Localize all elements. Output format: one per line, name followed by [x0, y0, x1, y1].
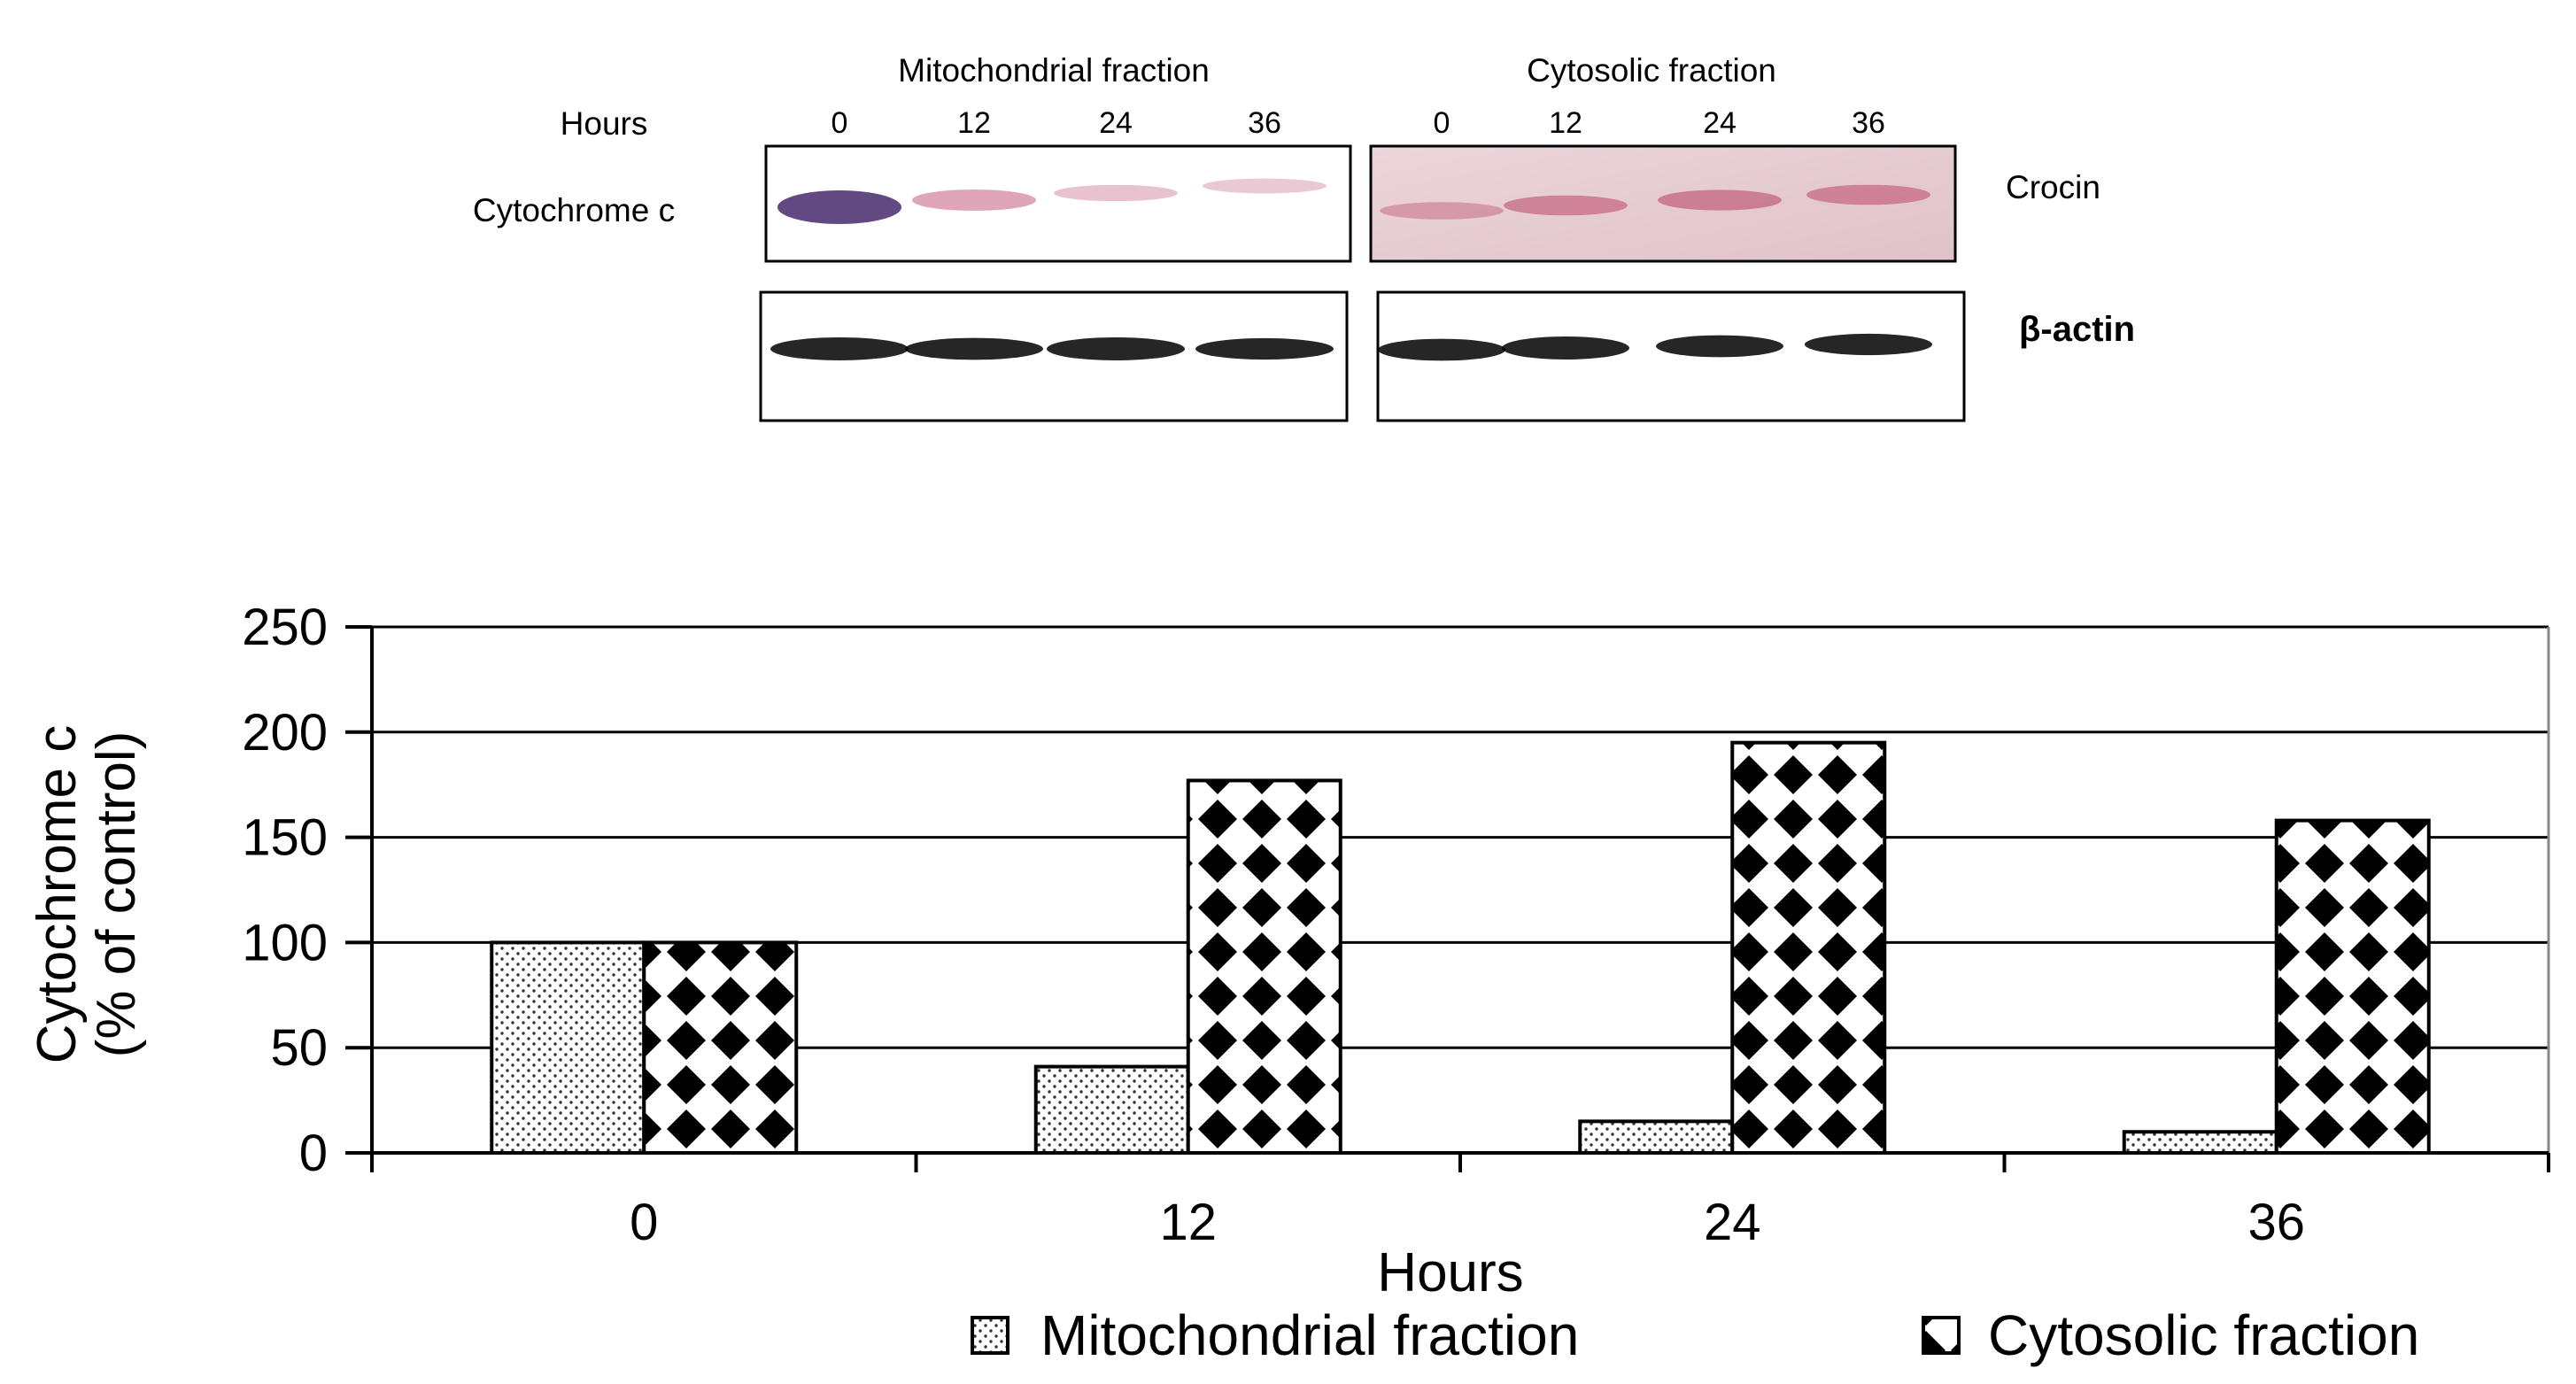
y-tick-label: 250 [242, 599, 328, 656]
legend-swatch-cytosolic [1922, 1316, 1961, 1355]
band-beta-actin-cytosolic [1805, 333, 1932, 356]
y-tick-label: 200 [242, 704, 328, 762]
y-tick-label: 0 [299, 1125, 328, 1182]
blot-row-label-beta-actin: β-actin [2019, 310, 2135, 349]
band-cytochrome-c-mitochondrial [912, 189, 1036, 212]
bar-mitochondrial-fraction [1033, 1064, 1190, 1155]
blot-row-label-crocin: Crocin [2006, 169, 2100, 205]
legend-label-cytosolic: Cytosolic fraction [1988, 1303, 2419, 1367]
bar-chart: 0 50 100 150 200 250 0 12 24 36 Cytochrome c (% o… [27, 599, 2550, 1367]
band-cytochrome-c-mitochondrial [777, 190, 901, 224]
blot-lane-label: 12 [957, 106, 991, 140]
band-cytochrome-c-cytosolic [1658, 189, 1782, 211]
bar-mitochondrial-fraction [1578, 1119, 1735, 1155]
band-beta-actin-mitochondrial [1047, 337, 1185, 360]
y-tick-label: 150 [242, 809, 328, 867]
western-blot: Mitochondrial fraction Cytosolic fractio… [473, 52, 2135, 422]
band-beta-actin-cytosolic [1502, 336, 1629, 360]
band-cytochrome-c-cytosolic [1380, 202, 1504, 220]
band-cytochrome-c-cytosolic [1806, 184, 1930, 205]
blot-row-label-cytochrome: Cytochrome c [473, 192, 675, 228]
blot-lane-label: 24 [1099, 106, 1133, 140]
band-beta-actin-cytosolic [1378, 338, 1505, 361]
band-beta-actin-mitochondrial [905, 337, 1043, 360]
x-tick-label: 0 [630, 1194, 658, 1251]
bar-cytosolic-fraction [1186, 778, 1342, 1155]
bar-cytosolic-fraction [1730, 740, 1887, 1155]
blot-lane-label: 36 [1852, 106, 1885, 140]
band-cytochrome-c-mitochondrial [1203, 178, 1327, 194]
y-tick-label: 50 [270, 1019, 328, 1077]
blot-lane-label: 36 [1248, 106, 1281, 140]
x-tick-label: 36 [2247, 1194, 2305, 1251]
bar-mitochondrial-fraction [2122, 1130, 2278, 1155]
band-cytochrome-c-mitochondrial [1054, 184, 1178, 202]
band-beta-actin-mitochondrial [770, 337, 909, 360]
x-tick-label: 12 [1159, 1194, 1217, 1251]
blot-lane-label: 12 [1549, 106, 1582, 140]
x-axis-label: Hours [1377, 1242, 1523, 1303]
y-tick-label: 100 [242, 914, 328, 971]
band-cytochrome-c-cytosolic [1504, 195, 1628, 216]
x-tick-label: 24 [1704, 1194, 1761, 1251]
blot-hours-label: Hours [561, 105, 648, 142]
bar-mitochondrial-fraction [490, 940, 646, 1156]
legend-swatch-mitochondrial [971, 1316, 1010, 1355]
blot-title-cyto: Cytosolic fraction [1527, 52, 1776, 89]
y-axis-label-line2: (% of control) [86, 731, 147, 1058]
y-axis-label-line1: Cytochrome c [27, 725, 88, 1063]
band-beta-actin-mitochondrial [1195, 337, 1334, 360]
blot-title-mito: Mitochondrial fraction [898, 52, 1210, 89]
band-beta-actin-cytosolic [1656, 335, 1783, 358]
blot-lane-label: 24 [1703, 106, 1737, 140]
blot-lane-label: 0 [1434, 106, 1450, 140]
legend-label-mitochondrial: Mitochondrial fraction [1040, 1303, 1579, 1367]
bar-cytosolic-fraction [2274, 818, 2431, 1155]
bar-cytosolic-fraction [642, 940, 799, 1156]
blot-lane-label: 0 [832, 106, 848, 140]
legend: Mitochondrial fraction Cytosolic fractio… [971, 1303, 2419, 1367]
